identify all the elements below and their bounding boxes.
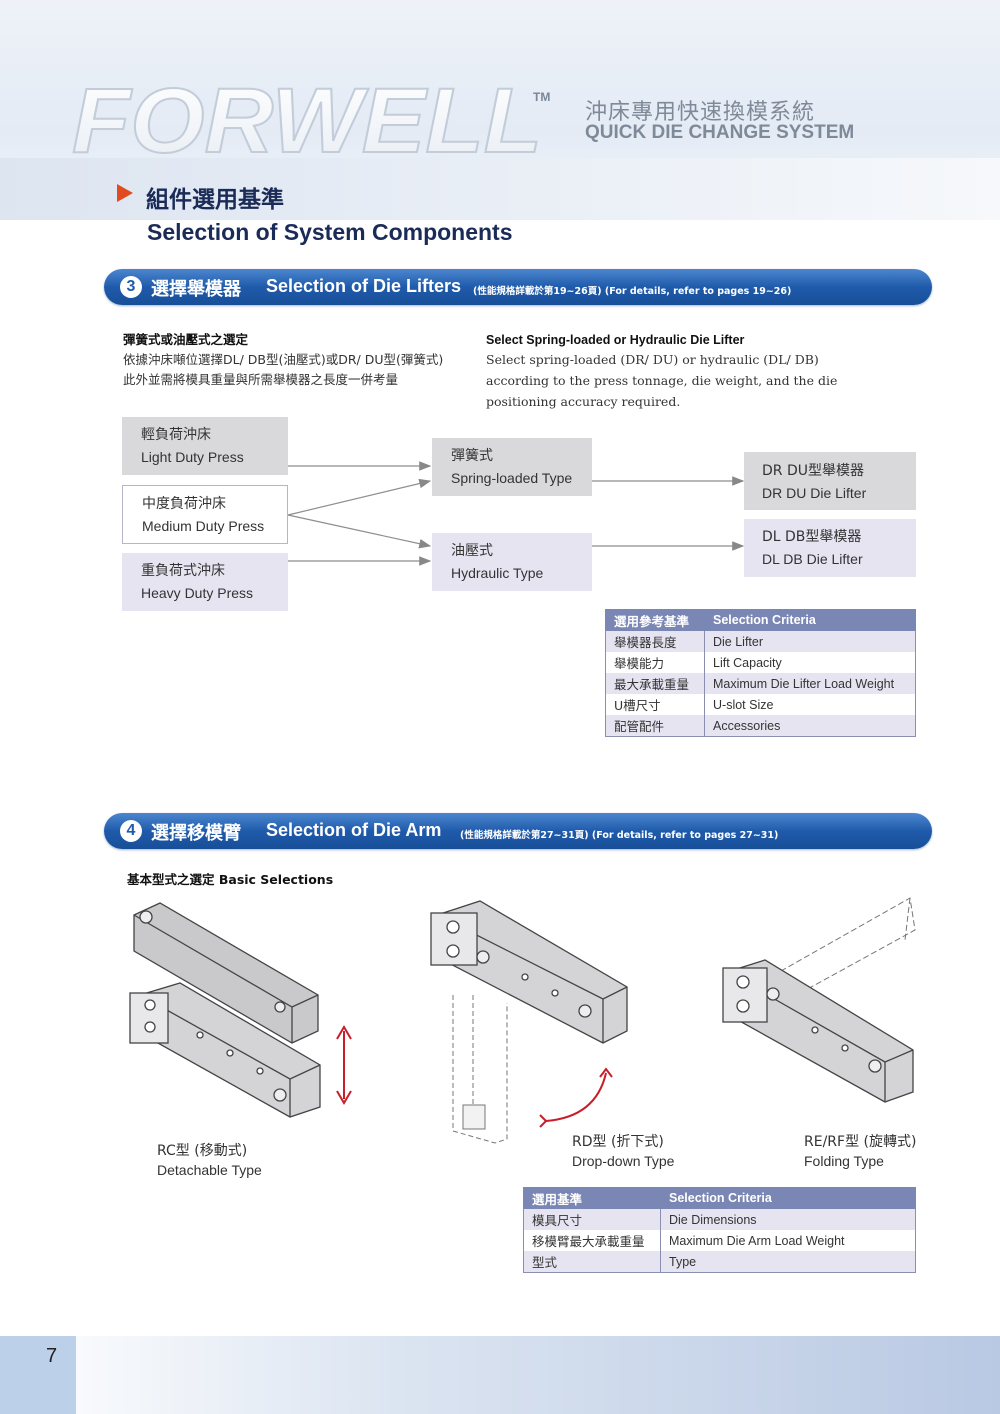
rd-arm-illustration <box>430 900 628 1144</box>
criteria-cell-zh: 舉模器長度 <box>605 630 705 652</box>
section4-note: (性能規格詳載於第27~31頁) (For details, refer to … <box>460 830 779 841</box>
intro-zh-line2: 此外並需將模具重量與所需舉模器之長度一併考量 <box>123 372 399 387</box>
type-hydraulic-en: Hydraulic Type <box>451 565 544 581</box>
criteria-header-en: Selection Criteria <box>704 609 916 631</box>
lifter-dldb: DL DB型舉模器 DL DB Die Lifter <box>744 519 916 577</box>
forwell-logo: FORWELL <box>71 78 543 160</box>
arm-rc-en: Detachable Type <box>157 1162 262 1178</box>
trademark: TM <box>533 90 551 104</box>
type-spring-zh: 彈簧式 <box>451 448 493 464</box>
arm-criteria-header-zh: 選用基準 <box>523 1187 661 1209</box>
page-title-zh: 組件選用基準 <box>146 187 284 213</box>
press-light-zh: 輕負荷沖床 <box>141 427 211 443</box>
criteria-cell-zh: 舉模能力 <box>605 652 705 673</box>
press-medium-zh: 中度負荷沖床 <box>142 496 226 512</box>
lifter-dldb-zh: DL DB型舉模器 <box>762 529 862 545</box>
vertical-motion-arrow-icon <box>336 1025 352 1105</box>
arm-label-re-rf: RE/RF型 (旋轉式) Folding Type <box>804 1133 916 1171</box>
type-spring: 彈簧式 Spring-loaded Type <box>432 438 592 496</box>
criteria-cell-zh: U槽尺寸 <box>605 694 705 715</box>
system-title-en: QUICK DIE CHANGE SYSTEM <box>585 122 855 143</box>
intro-en-line3: positioning accuracy required. <box>486 394 681 409</box>
section4-title-en: Selection of Die Arm <box>266 820 442 840</box>
press-medium-en: Medium Duty Press <box>142 518 265 534</box>
arm-rd-zh: RD型 (折下式) <box>572 1134 664 1150</box>
arm-rerf-zh: RE/RF型 (旋轉式) <box>804 1134 917 1150</box>
table-row: 模具尺寸 Die Dimensions <box>523 1208 916 1230</box>
table-header-row: 選用參考基準 Selection Criteria <box>605 609 916 631</box>
page-number-box <box>0 1336 76 1414</box>
intro-zh-heading: 彈簧式或油壓式之選定 <box>123 332 249 347</box>
table-row: 移模臂最大承載重量 Maximum Die Arm Load Weight <box>523 1230 916 1251</box>
press-heavy: 重負荷式沖床 Heavy Duty Press <box>122 553 288 611</box>
criteria-header-zh: 選用參考基準 <box>605 609 705 631</box>
re-rf-arm-illustration <box>722 897 916 1103</box>
lifter-drdu-en: DR DU Die Lifter <box>762 485 867 501</box>
criteria-cell-zh: 配管配件 <box>605 715 705 737</box>
page-number: 7 <box>46 1345 58 1367</box>
intro-en-heading: Select Spring-loaded or Hydraulic Die Li… <box>486 333 745 347</box>
arm-rerf-en: Folding Type <box>804 1153 884 1169</box>
arm-criteria-cell-en: Die Dimensions <box>660 1208 916 1230</box>
intro-en-line1: Select spring-loaded (DR/ DU) or hydraul… <box>486 352 819 367</box>
criteria-cell-zh: 最大承載重量 <box>605 673 705 694</box>
arm-criteria-table: 選用基準 Selection Criteria 模具尺寸 Die Dimensi… <box>523 1187 916 1273</box>
table-row: 型式 Type <box>523 1251 916 1273</box>
section3-number: 3 <box>120 276 142 298</box>
arm-criteria-cell-en: Maximum Die Arm Load Weight <box>660 1230 916 1251</box>
table-row: U槽尺寸 U-slot Size <box>605 694 916 715</box>
press-heavy-zh: 重負荷式沖床 <box>141 563 225 579</box>
logo-text: FORWELL <box>72 78 542 160</box>
arrow-medium-to-hydraulic <box>287 514 432 549</box>
section4-bar: 4 選擇移模臂 Selection of Die Arm (性能規格詳載於第27… <box>104 813 932 849</box>
section3-title-zh: 選擇舉模器 <box>151 279 241 300</box>
header-stripe <box>0 158 1000 220</box>
lifter-drdu-zh: DR DU型舉模器 <box>762 463 864 479</box>
footer-band <box>0 1336 1000 1414</box>
type-hydraulic: 油壓式 Hydraulic Type <box>432 533 592 591</box>
section4-title-zh: 選擇移模臂 <box>151 823 241 844</box>
press-light-en: Light Duty Press <box>141 449 244 465</box>
section3-note: (性能規格詳載於第19~26頁) (For details, refer to … <box>473 286 792 297</box>
intro-en-line2: according to the press tonnage, die weig… <box>486 373 838 388</box>
press-light: 輕負荷沖床 Light Duty Press <box>122 417 288 475</box>
press-medium: 中度負荷沖床 Medium Duty Press <box>122 485 288 544</box>
type-hydraulic-zh: 油壓式 <box>451 543 493 559</box>
arrow-medium-to-spring <box>287 478 432 516</box>
arm-rc-zh: RC型 (移動式) <box>157 1143 248 1159</box>
lifter-drdu: DR DU型舉模器 DR DU Die Lifter <box>744 452 916 510</box>
lifter-dldb-en: DL DB Die Lifter <box>762 551 863 567</box>
page-title-en: Selection of System Components <box>147 219 513 245</box>
system-title-zh: 沖床專用快速換模系統 <box>585 100 816 125</box>
table-row: 舉模器長度 Die Lifter <box>605 630 916 652</box>
rc-arm-illustration <box>129 902 321 1118</box>
press-heavy-en: Heavy Duty Press <box>141 585 254 601</box>
table-row: 最大承載重量 Maximum Die Lifter Load Weight <box>605 673 916 694</box>
arm-criteria-cell-zh: 型式 <box>523 1251 661 1273</box>
arm-rd-en: Drop-down Type <box>572 1153 675 1169</box>
criteria-cell-en: Lift Capacity <box>704 652 916 673</box>
basic-selections-heading: 基本型式之選定 Basic Selections <box>127 872 334 887</box>
criteria-cell-en: Accessories <box>704 715 916 737</box>
arm-label-rd: RD型 (折下式) Drop-down Type <box>572 1133 674 1171</box>
arm-criteria-cell-zh: 移模臂最大承載重量 <box>523 1230 661 1251</box>
section4-number: 4 <box>120 820 142 842</box>
arm-criteria-cell-zh: 模具尺寸 <box>523 1208 661 1230</box>
criteria-cell-en: Die Lifter <box>704 630 916 652</box>
type-spring-en: Spring-loaded Type <box>451 470 573 486</box>
table-row: 配管配件 Accessories <box>605 715 916 737</box>
rotation-arrow-icon <box>539 1067 613 1128</box>
intro-zh-line1: 依據沖床噸位選擇DL/ DB型(油壓式)或DR/ DU型(彈簧式) <box>123 352 444 367</box>
arm-label-rc: RC型 (移動式) Detachable Type <box>157 1142 262 1180</box>
criteria-cell-en: Maximum Die Lifter Load Weight <box>704 673 916 694</box>
arm-criteria-header-en: Selection Criteria <box>660 1187 916 1209</box>
table-row: 舉模能力 Lift Capacity <box>605 652 916 673</box>
title-arrow-icon <box>117 184 133 202</box>
section3-bar: 3 選擇舉模器 Selection of Die Lifters (性能規格詳載… <box>104 269 932 305</box>
table-header-row: 選用基準 Selection Criteria <box>523 1187 916 1209</box>
lifter-criteria-table: 選用參考基準 Selection Criteria 舉模器長度 Die Lift… <box>605 609 916 737</box>
section3-title-en: Selection of Die Lifters <box>266 276 462 296</box>
arm-criteria-cell-en: Type <box>660 1251 916 1273</box>
criteria-cell-en: U-slot Size <box>704 694 916 715</box>
